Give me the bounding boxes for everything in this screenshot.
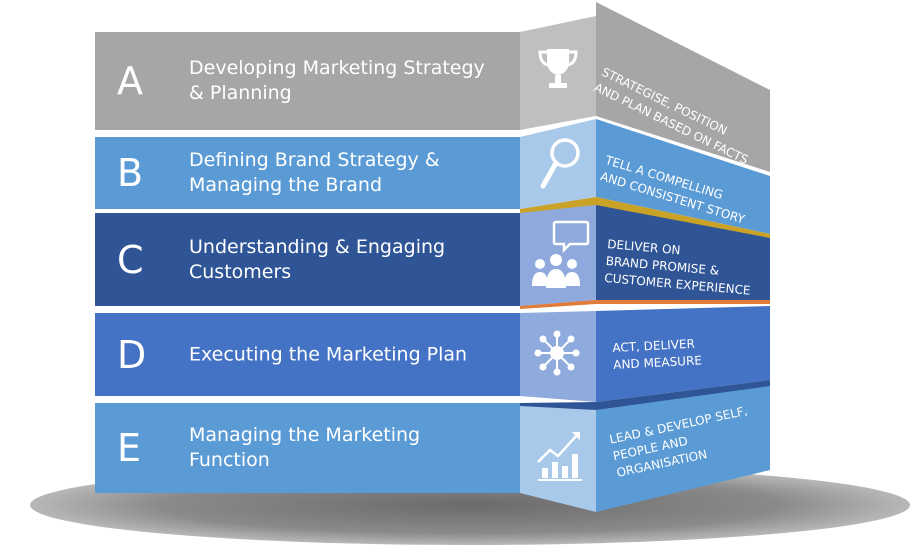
row-a-side-face: [596, 2, 770, 172]
row-d: D Executing the Marketing Plan: [95, 313, 520, 396]
trophy-icon: [538, 49, 578, 88]
row-b: B Defining Brand Strategy & Managing the…: [95, 137, 520, 209]
row-e: E Managing the Marketing Function: [95, 403, 520, 493]
network-hub-icon: [534, 330, 580, 376]
row-b-title: Defining Brand Strategy & Managing the B…: [189, 149, 440, 196]
row-d-side-face: [596, 306, 770, 402]
row-d-title: Executing the Marketing Plan: [189, 343, 468, 365]
row-a-front: [95, 32, 520, 130]
customers-chat-icon: [532, 220, 590, 288]
row-b-side-face: [596, 119, 770, 234]
row-e-top-edge: [520, 380, 770, 410]
row-b-letter: B: [117, 151, 144, 195]
row-d-letter: D: [117, 332, 147, 377]
row-e-letter: E: [117, 426, 142, 470]
row-d-front: [95, 313, 520, 396]
row-c: C Understanding & Engaging Customers: [95, 213, 520, 306]
row-a-letter: A: [117, 59, 143, 103]
growth-chart-icon: [537, 432, 582, 481]
row-c-letter: C: [117, 237, 144, 282]
row-d-side-text: ACT, DELIVER AND MEASURE: [612, 336, 703, 372]
row-e-front: [95, 403, 520, 493]
row-e-title: Managing the Marketing Function: [189, 424, 421, 471]
row-c-side-face: [596, 205, 770, 300]
row-a: A Developing Marketing Strategy & Planni…: [95, 32, 520, 130]
magnifier-icon: [540, 138, 580, 189]
row-c-title: Understanding & Engaging Customers: [189, 235, 446, 283]
row-c-front: [95, 213, 520, 306]
row-e-side-face: [596, 382, 770, 512]
row-b-front: [95, 137, 520, 209]
row-a-title: Developing Marketing Strategy & Planning: [189, 57, 485, 104]
row-c-bottom-edge: [520, 300, 770, 309]
